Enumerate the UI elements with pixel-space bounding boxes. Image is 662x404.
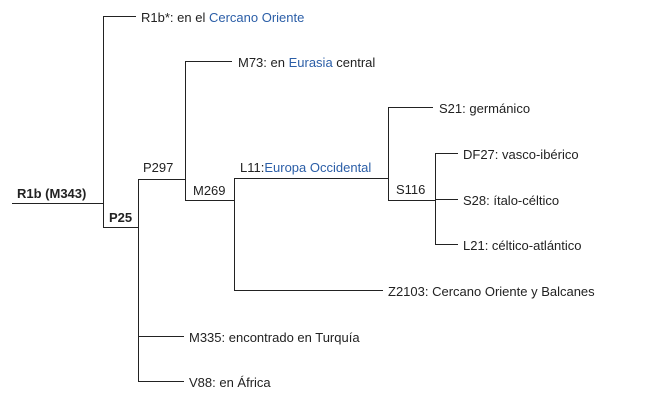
node-m73: M73: en Eurasia central — [238, 55, 375, 70]
l11-prefix: L11: — [240, 160, 264, 175]
node-m335: M335: encontrado en Turquía — [189, 330, 360, 345]
node-m269: M269 — [193, 183, 226, 198]
node-v88: V88: en África — [189, 375, 271, 390]
r1b-star-separator: : en el — [170, 10, 209, 25]
tree-connectors — [12, 16, 458, 382]
node-p25: P25 — [109, 210, 132, 225]
node-r1b-star: R1b*: en el Cercano Oriente — [141, 10, 304, 25]
m73-suffix: central — [333, 55, 376, 70]
node-l21: L21: céltico-atlántico — [463, 238, 582, 253]
node-p297: P297 — [143, 160, 173, 175]
tree-labels: R1b (M343) P25 R1b*: en el Cercano Orien… — [17, 10, 595, 390]
m73-prefix: M73: en — [238, 55, 289, 70]
r1b-star-code: R1b* — [141, 10, 170, 25]
node-s21: S21: germánico — [439, 101, 530, 116]
node-l11: L11:Europa Occidental — [240, 160, 371, 175]
node-r1b-m343: R1b (M343) — [17, 186, 86, 201]
node-s116: S116 — [396, 182, 425, 197]
node-df27: DF27: vasco-ibérico — [463, 147, 579, 162]
node-z2103: Z2103: Cercano Oriente y Balcanes — [388, 284, 595, 299]
link-cercano-oriente[interactable]: Cercano Oriente — [209, 10, 304, 25]
link-europa-occidental[interactable]: Europa Occidental — [264, 160, 371, 175]
node-s28: S28: ítalo-céltico — [463, 193, 559, 208]
link-eurasia[interactable]: Eurasia — [289, 55, 334, 70]
